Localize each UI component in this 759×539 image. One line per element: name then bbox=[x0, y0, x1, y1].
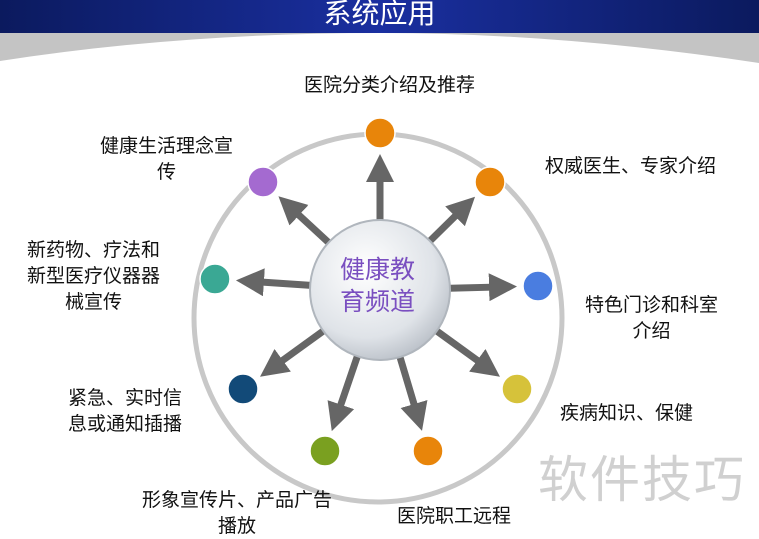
label-expert-intro: 权威医生、专家介绍 bbox=[545, 155, 717, 177]
line: 形象宣传片、产品广告 bbox=[142, 489, 333, 511]
center-hub bbox=[309, 219, 451, 361]
arrow bbox=[393, 346, 428, 431]
line: 特色门诊和科室 bbox=[585, 294, 719, 316]
label-staff-remote: 医院职工远程 bbox=[397, 505, 512, 527]
arrow bbox=[327, 345, 364, 432]
line: 传 bbox=[157, 161, 177, 183]
label-healthy-living: 健康生活理念宣传 bbox=[100, 133, 233, 185]
center-line-2: 育频道 bbox=[340, 287, 416, 316]
line: 健康生活理念宣 bbox=[100, 135, 234, 157]
line: 紧急、实时信 bbox=[68, 387, 183, 409]
label-disease-knowledge: 疾病知识、保健 bbox=[560, 402, 694, 424]
line: 新型医疗仪器器 bbox=[27, 265, 161, 287]
line: 播放 bbox=[218, 515, 257, 537]
line: 械宣传 bbox=[65, 291, 123, 313]
node-dot bbox=[522, 270, 554, 302]
node-dot bbox=[501, 373, 533, 405]
label-hospital-intro: 医院分类介绍及推荐 bbox=[304, 74, 476, 96]
label-new-drugs: 新药物、疗法和新型医疗仪器器械宣传 bbox=[27, 237, 160, 315]
arrow bbox=[426, 322, 500, 377]
label-emergency-notice: 紧急、实时信息或通知插播 bbox=[68, 385, 182, 437]
arrow bbox=[260, 322, 334, 377]
page-title: 系统应用 bbox=[323, 0, 436, 30]
center-line-1: 健康教 bbox=[340, 255, 416, 284]
line: 息或通知插播 bbox=[68, 413, 183, 435]
node-dot bbox=[474, 166, 506, 198]
node-dot bbox=[247, 166, 279, 198]
line: 新药物、疗法和 bbox=[27, 239, 161, 261]
title-bar: 系统应用 bbox=[0, 0, 759, 33]
node-dot bbox=[227, 373, 259, 405]
node-dot bbox=[199, 263, 231, 295]
node-dot bbox=[412, 435, 444, 467]
label-promo-video: 形象宣传片、产品广告播放 bbox=[142, 487, 332, 539]
node-dot bbox=[364, 117, 396, 149]
header-swoosh bbox=[0, 33, 759, 63]
line: 介绍 bbox=[632, 320, 671, 342]
watermark: 软件技巧 bbox=[538, 451, 746, 509]
node-dot bbox=[309, 435, 341, 467]
center-label: 健康教育频道 bbox=[340, 254, 415, 318]
label-specialty-clinics: 特色门诊和科室介绍 bbox=[585, 292, 718, 344]
